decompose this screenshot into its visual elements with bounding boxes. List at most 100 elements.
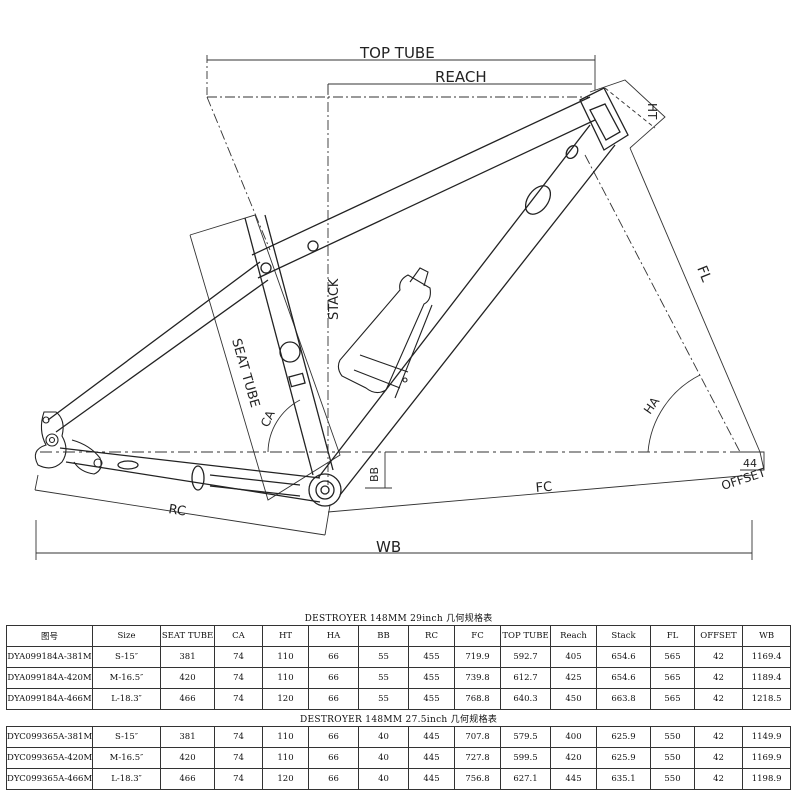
table-cell: 110	[262, 726, 309, 748]
table-cell: 55	[358, 646, 409, 668]
table-cell: 74	[214, 726, 263, 748]
table-cell: 381	[160, 726, 215, 748]
part-number-cell: DYA099184A-381M	[6, 646, 93, 668]
part-number-cell: DYA099184A-420M	[6, 667, 93, 689]
label-seat-tube: SEAT TUBE	[228, 337, 262, 409]
header-cell: TOP TUBE	[500, 625, 551, 647]
part-number-cell: DYA099184A-466M	[6, 688, 93, 710]
table-cell: 640.3	[500, 688, 551, 710]
header-cell: BB	[358, 625, 409, 647]
label-offset-value: 44	[743, 457, 757, 470]
table-cell: 74	[214, 646, 263, 668]
table-cell: 42	[694, 667, 743, 689]
table-cell: 42	[694, 688, 743, 710]
table-cell: 42	[694, 646, 743, 668]
label-ca: CA	[258, 408, 278, 430]
table-cell: 450	[550, 688, 597, 710]
table-cell: 110	[262, 747, 309, 769]
section-title-row: DESTROYER 148MM 27.5inch 几何规格表	[6, 709, 791, 727]
header-cell: RC	[408, 625, 455, 647]
table-cell: S-15″	[92, 646, 161, 668]
table-cell: L-18.3″	[92, 768, 161, 790]
table-cell: 599.5	[500, 747, 551, 769]
table-cell: 612.7	[500, 667, 551, 689]
table-cell: 627.1	[500, 768, 551, 790]
table-cell: 445	[408, 768, 455, 790]
table-cell: 445	[408, 726, 455, 748]
table-cell: 120	[262, 768, 309, 790]
table-cell: 455	[408, 667, 455, 689]
table-cell: 466	[160, 768, 215, 790]
header-cell: WB	[741, 625, 792, 647]
table-cell: 1198.9	[741, 768, 792, 790]
header-cell: SEAT TUBE	[160, 625, 215, 647]
section-title: DESTROYER 148MM 27.5inch 几何规格表	[6, 709, 791, 727]
bottle-cage	[337, 267, 433, 399]
table-cell: 1189.4	[741, 667, 792, 689]
table-cell: 55	[358, 667, 409, 689]
table-cell: 1169.9	[741, 747, 792, 769]
table-cell: 1149.9	[741, 726, 792, 748]
table-cell: 425	[550, 667, 597, 689]
table-cell: 42	[694, 768, 743, 790]
header-cell: FL	[650, 625, 695, 647]
table-cell: 1169.4	[741, 646, 792, 668]
header-cell: Reach	[550, 625, 597, 647]
table-cell: 66	[308, 646, 359, 668]
table-cell: 40	[358, 726, 409, 748]
header-cell: Size	[92, 625, 161, 647]
label-reach: REACH	[435, 68, 487, 86]
table-cell: 420	[160, 747, 215, 769]
table-cell: 466	[160, 688, 215, 710]
table-cell: 74	[214, 667, 263, 689]
bike-frame-geometry-diagram: TOP TUBE REACH HT STACK FL SEAT TUBE CA …	[34, 44, 768, 560]
part-number-cell: DYC099365A-420M	[6, 747, 93, 769]
label-ht: HT	[645, 103, 659, 120]
section-title: DESTROYER 148MM 29inch 几何规格表	[6, 609, 791, 626]
table-cell: 445	[550, 768, 597, 790]
table-cell: 727.8	[454, 747, 501, 769]
dimension-lines	[34, 55, 765, 560]
table-cell: 400	[550, 726, 597, 748]
header-cell: HT	[262, 625, 309, 647]
header-cell: Stack	[596, 625, 651, 647]
table-cell: L-18.3″	[92, 688, 161, 710]
table-cell: 625.9	[596, 747, 651, 769]
table-cell: 420	[160, 667, 215, 689]
table-cell: 707.8	[454, 726, 501, 748]
table-cell: 739.8	[454, 667, 501, 689]
table-cell: 756.8	[454, 768, 501, 790]
table-cell: 55	[358, 688, 409, 710]
table-cell: 381	[160, 646, 215, 668]
table-cell: 66	[308, 726, 359, 748]
table-cell: 663.8	[596, 688, 651, 710]
table-cell: S-15″	[92, 726, 161, 748]
table-cell: 42	[694, 747, 743, 769]
frame-tubes	[47, 87, 629, 507]
label-wb: WB	[376, 538, 401, 556]
label-fl: FL	[693, 264, 714, 285]
table-cell: 66	[308, 768, 359, 790]
header-cell: CA	[214, 625, 263, 647]
table-cell: 719.9	[454, 646, 501, 668]
section-title-row: DESTROYER 148MM 29inch 几何规格表	[6, 609, 791, 626]
header-cell: FC	[454, 625, 501, 647]
table-cell: 40	[358, 747, 409, 769]
part-number-cell: DYC099365A-381M	[6, 726, 93, 748]
table-cell: 405	[550, 646, 597, 668]
table-cell: 110	[262, 646, 309, 668]
label-top-tube: TOP TUBE	[359, 44, 435, 62]
table-cell: 66	[308, 688, 359, 710]
table-cell: 654.6	[596, 646, 651, 668]
table-cell: 420	[550, 747, 597, 769]
table-cell: 565	[650, 646, 695, 668]
header-cell: OFFSET	[694, 625, 743, 647]
rear-dropout	[34, 411, 103, 475]
table-cell: 550	[650, 768, 695, 790]
